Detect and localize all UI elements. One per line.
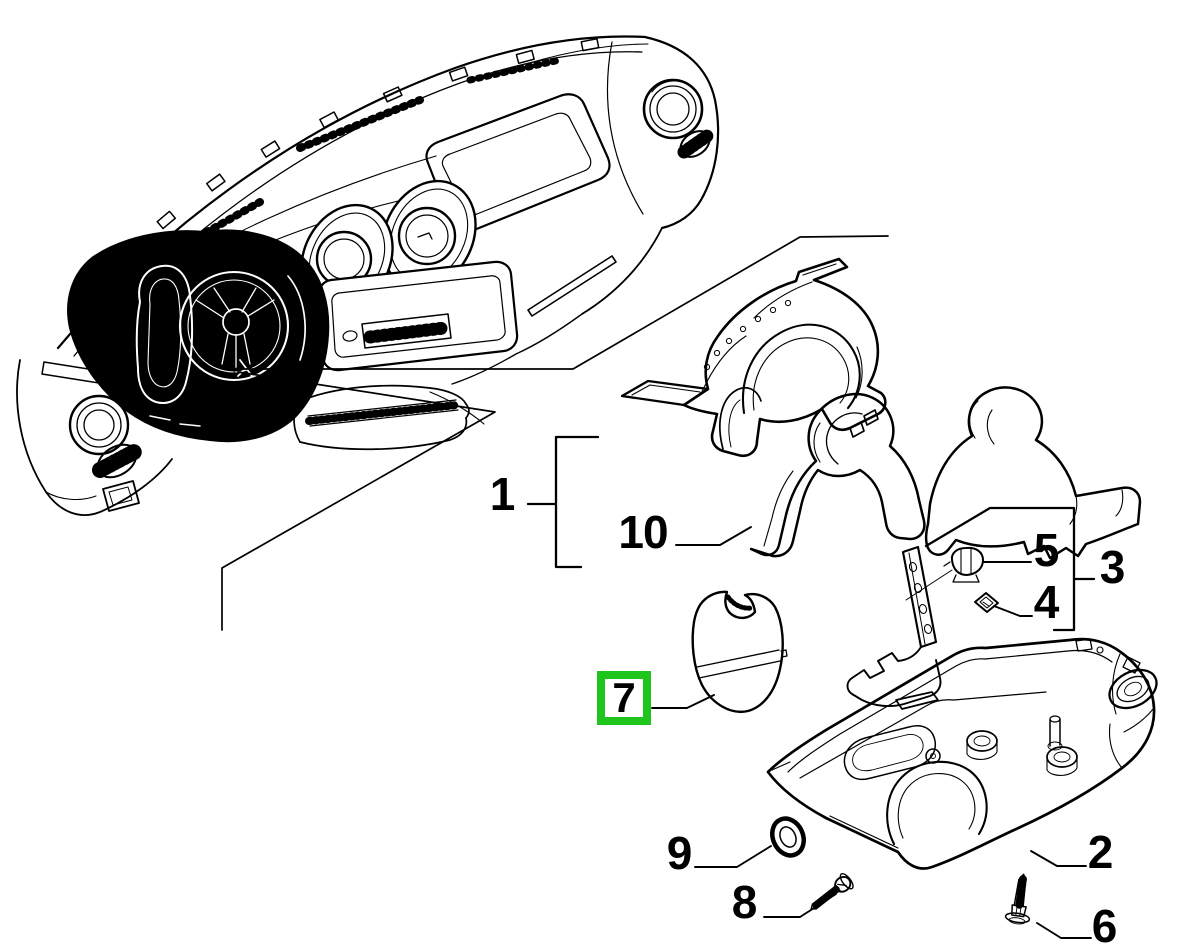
leader-lines	[526, 435, 1096, 939]
part-9-drawing	[770, 816, 806, 858]
dashboard-illustration	[16, 35, 720, 516]
part-7-drawing	[691, 590, 788, 714]
zoom-callout-lines	[221, 235, 889, 631]
part-4-drawing	[974, 592, 999, 613]
callout-label-8[interactable]: 8	[731, 876, 758, 928]
part-1-drawing	[620, 257, 887, 458]
column-shroud-in-place	[293, 384, 470, 451]
callout-label-1[interactable]: 1	[489, 468, 516, 520]
callout-label-10[interactable]: 10	[618, 506, 668, 558]
part-10-drawing	[749, 386, 1142, 560]
callout-label-3[interactable]: 3	[1099, 541, 1126, 593]
part-2-drawing	[766, 637, 1158, 870]
instrument-cluster-silhouette	[67, 229, 330, 443]
callout-label-2[interactable]: 2	[1087, 826, 1114, 878]
part-5-drawing	[943, 546, 984, 583]
callout-label-9[interactable]: 9	[666, 827, 693, 879]
part-6-drawing	[1004, 873, 1031, 925]
part-3-drawing	[846, 545, 953, 710]
callout-label-6[interactable]: 6	[1091, 900, 1118, 951]
callout-label-7: 7	[612, 674, 636, 721]
callout-label-7-highlight-box[interactable]: 7	[597, 671, 651, 725]
callout-label-5[interactable]: 5	[1033, 524, 1060, 576]
callout-label-4[interactable]: 4	[1033, 576, 1060, 628]
